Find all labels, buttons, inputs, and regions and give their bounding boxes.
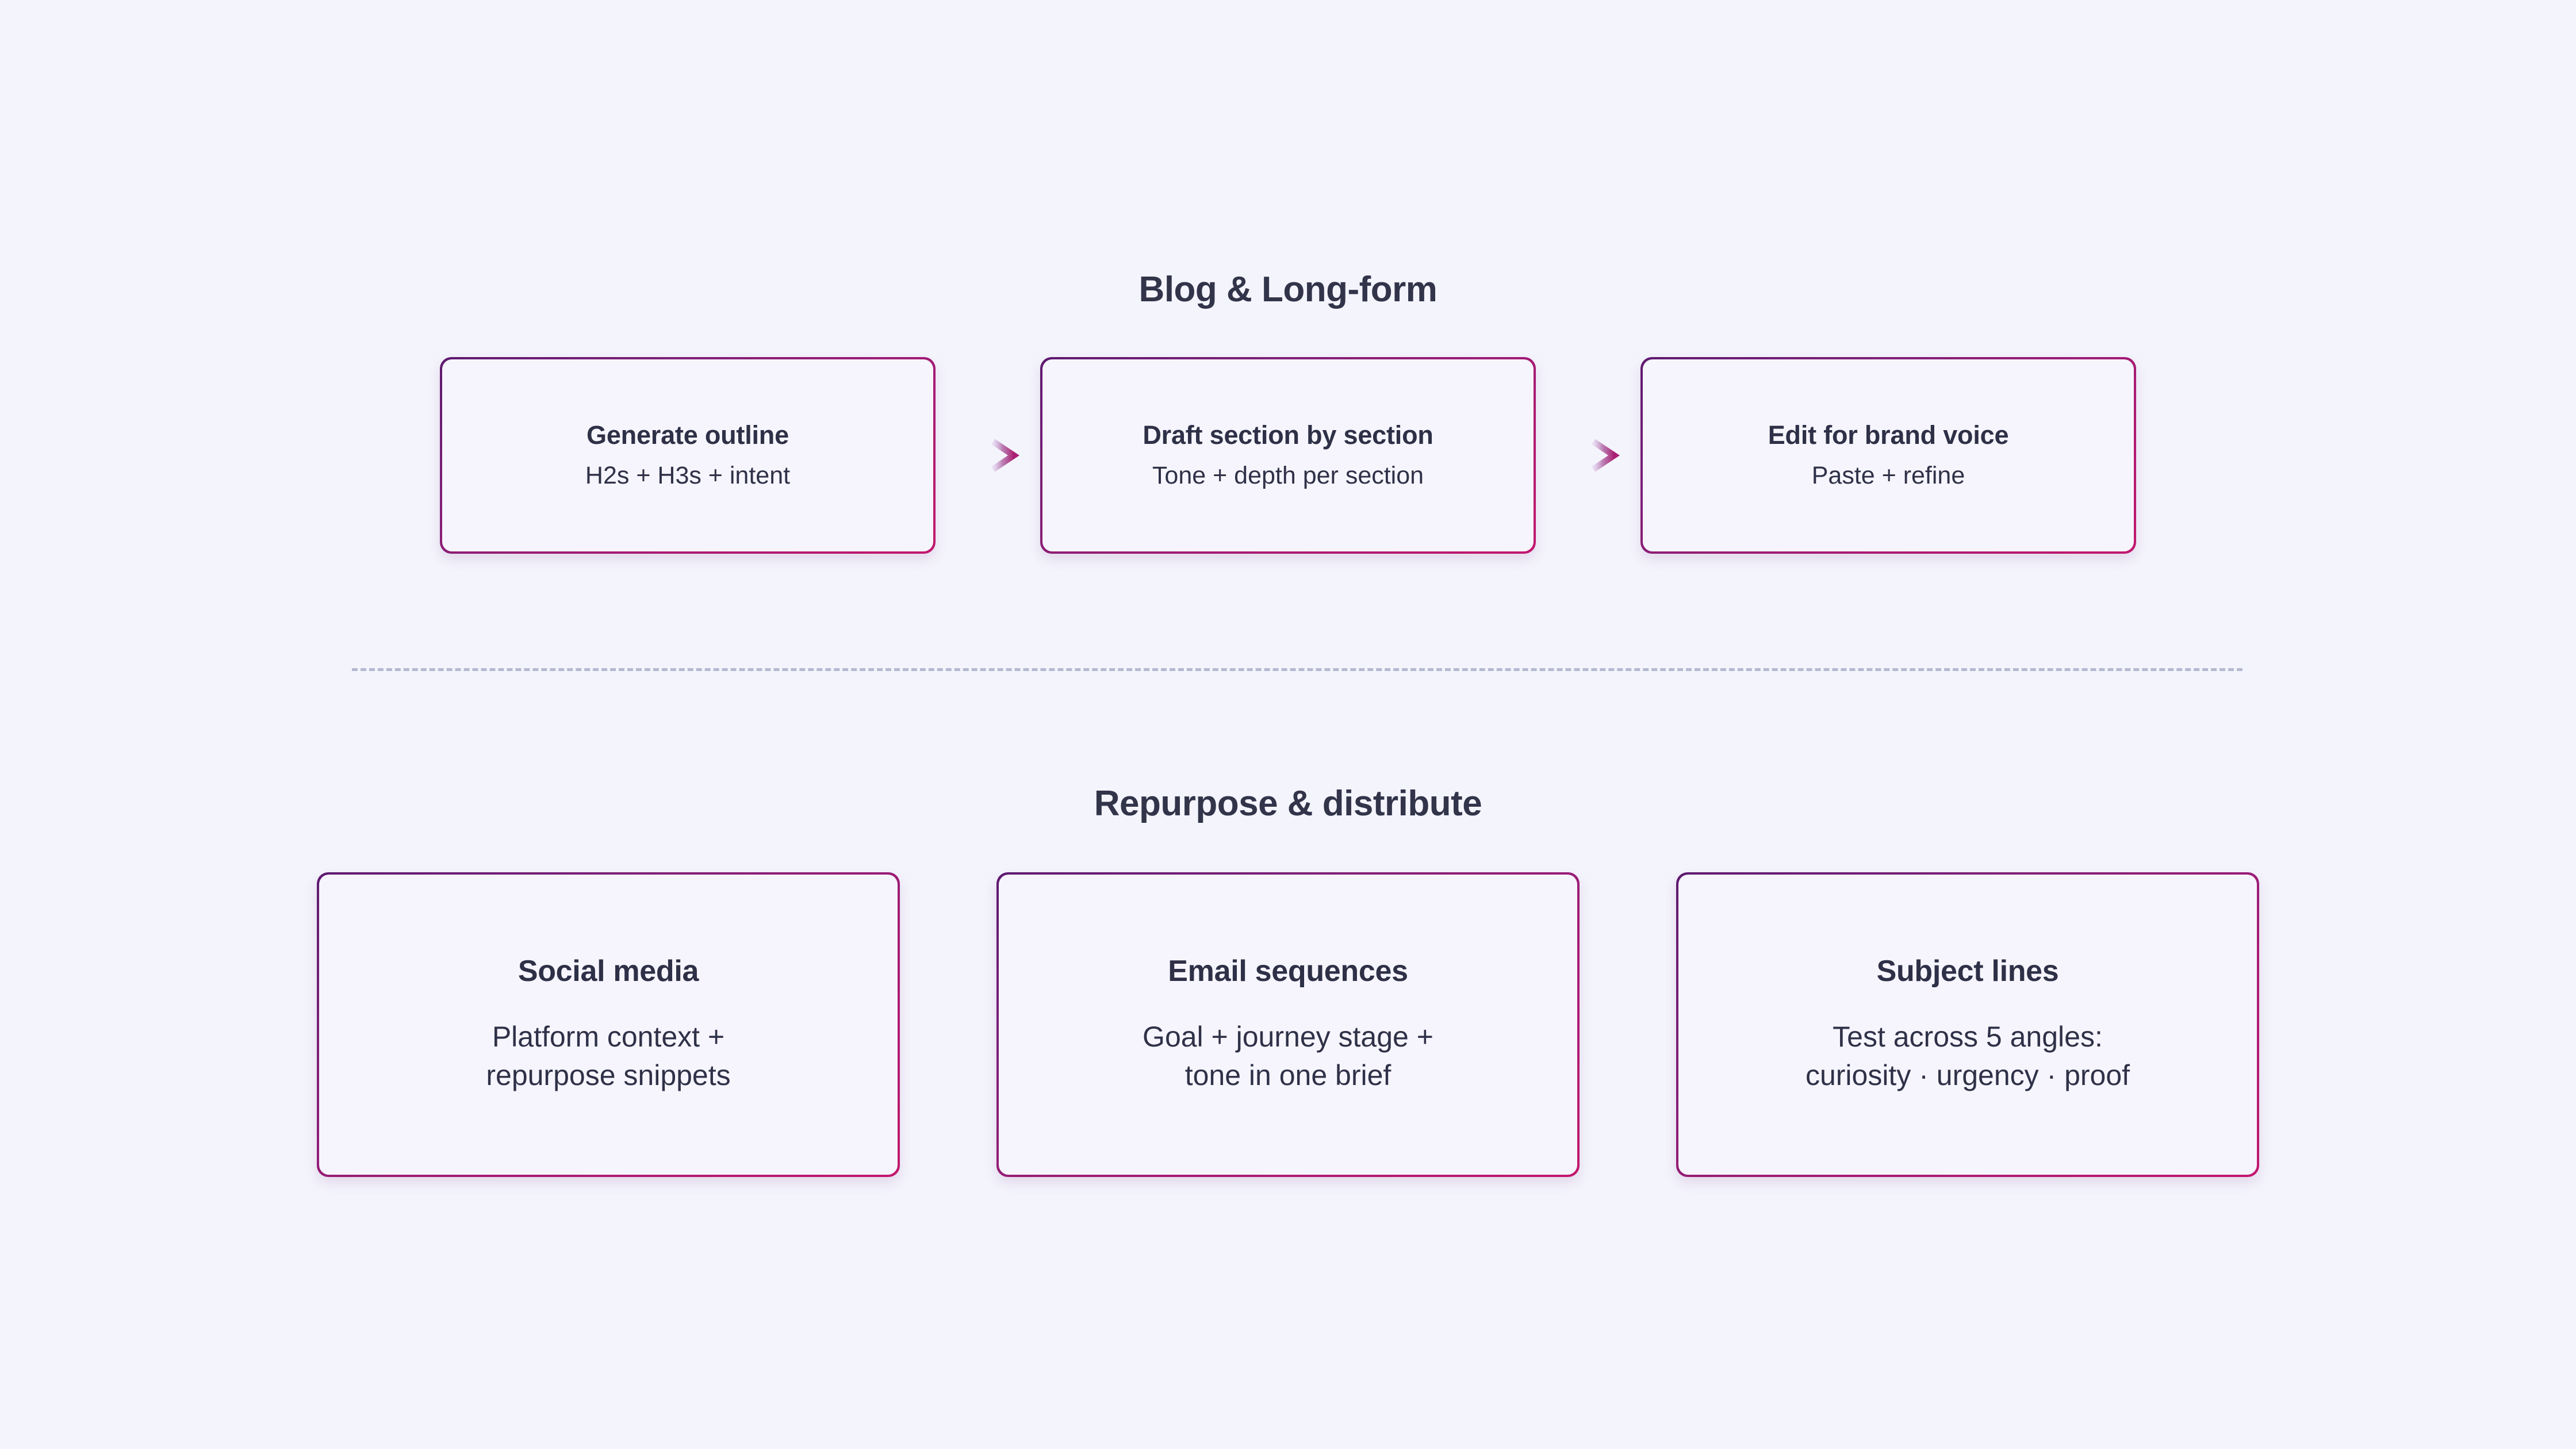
- card-subtitle: Paste + refine: [1811, 462, 1965, 490]
- arrow-right-icon: [936, 424, 1040, 487]
- arrow-right-icon: [1536, 424, 1640, 487]
- section-heading-repurpose: Repurpose & distribute: [1094, 784, 1482, 823]
- card-body: Generate outline H2s + H3s + intent: [442, 359, 933, 551]
- card-body: Social media Platform context + repurpos…: [319, 875, 898, 1175]
- card-subtitle: Tone + depth per section: [1152, 462, 1424, 490]
- card-subtitle-line1: Goal + journey stage +: [1143, 1021, 1433, 1053]
- card-title: Generate outline: [586, 420, 789, 450]
- section-heading-blog: Blog & Long-form: [1138, 270, 1438, 309]
- card-email-sequences[interactable]: Email sequences Goal + journey stage + t…: [996, 872, 1580, 1177]
- card-subtitle-line2: curiosity · urgency · proof: [1805, 1059, 2130, 1091]
- card-body: Edit for brand voice Paste + refine: [1643, 359, 2134, 551]
- card-subtitle: Test across 5 angles: curiosity · urgenc…: [1805, 1018, 2130, 1094]
- card-draft-section-by-section[interactable]: Draft section by section Tone + depth pe…: [1040, 357, 1536, 554]
- card-body: Draft section by section Tone + depth pe…: [1042, 359, 1534, 551]
- card-title: Subject lines: [1876, 954, 2059, 988]
- card-subtitle-line1: Test across 5 angles:: [1833, 1021, 2103, 1053]
- card-subtitle: H2s + H3s + intent: [585, 462, 791, 490]
- card-title: Edit for brand voice: [1768, 420, 2009, 450]
- card-title: Social media: [518, 954, 699, 988]
- workflow-row-blog: Generate outline H2s + H3s + intent D: [0, 352, 2576, 559]
- card-subject-lines[interactable]: Subject lines Test across 5 angles: curi…: [1676, 872, 2259, 1177]
- card-generate-outline[interactable]: Generate outline H2s + H3s + intent: [440, 357, 936, 554]
- card-title: Draft section by section: [1143, 420, 1433, 450]
- card-title: Email sequences: [1168, 954, 1408, 988]
- card-subtitle-line1: Platform context +: [492, 1021, 725, 1053]
- card-social-media[interactable]: Social media Platform context + repurpos…: [317, 872, 900, 1177]
- card-body: Subject lines Test across 5 angles: curi…: [1678, 875, 2257, 1175]
- section-divider: [352, 668, 2242, 671]
- card-subtitle-line2: repurpose snippets: [486, 1059, 731, 1091]
- workflow-row-repurpose: Social media Platform context + repurpos…: [0, 869, 2576, 1180]
- card-subtitle: Platform context + repurpose snippets: [486, 1018, 730, 1094]
- card-edit-for-brand-voice[interactable]: Edit for brand voice Paste + refine: [1640, 357, 2136, 554]
- card-subtitle: Goal + journey stage + tone in one brief: [1143, 1018, 1433, 1094]
- card-body: Email sequences Goal + journey stage + t…: [999, 875, 1577, 1175]
- card-subtitle-line2: tone in one brief: [1184, 1059, 1392, 1091]
